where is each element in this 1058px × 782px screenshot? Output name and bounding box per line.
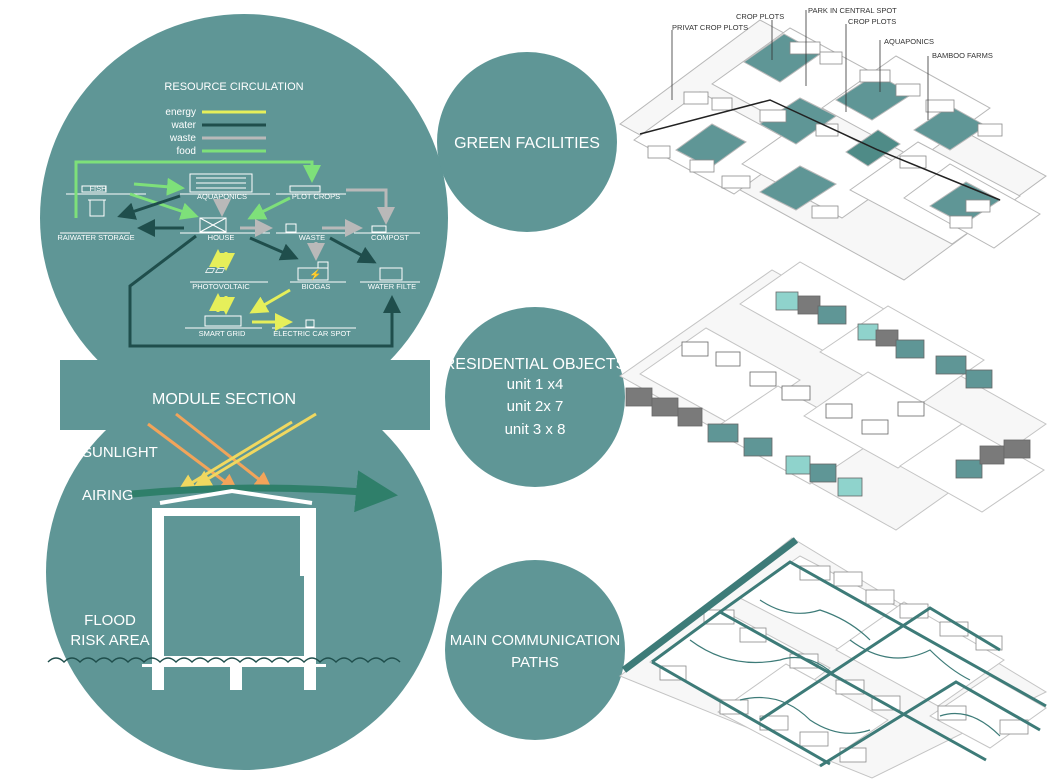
circle-green-facilities <box>437 52 617 232</box>
legend-energy-label: energy <box>165 107 196 118</box>
label-privat-crop-plots: PRIVAT CROP PLOTS <box>672 23 748 32</box>
airing-label: AIRING <box>82 487 134 504</box>
map-green-facilities <box>619 19 1047 281</box>
label-aquaponics: AQUAPONICS <box>884 37 934 46</box>
node-rainwater-storage: RAIWATER STORAGE <box>57 233 134 242</box>
node-pictograms <box>81 173 403 328</box>
residential-unit1: unit 1 x4 <box>507 376 564 393</box>
flood-water-waves <box>47 657 401 664</box>
module-building-section <box>142 488 326 690</box>
circle-residential-objects <box>445 307 625 487</box>
map-residential <box>619 261 1047 531</box>
node-photovoltaic: PHOTOVOLTAIC <box>192 282 250 291</box>
legend-water-label: water <box>171 120 197 131</box>
node-compost: COMPOST <box>371 233 409 242</box>
node-waste: WASTE <box>299 233 325 242</box>
sun-rays <box>147 412 317 492</box>
node-smart-grid: SMART GRID <box>199 329 246 338</box>
communication-title-line2: PATHS <box>511 654 559 671</box>
map-communication-paths <box>621 537 1047 768</box>
solar-panel-icon: ▱▱ <box>205 262 225 277</box>
map-green-buildings <box>647 41 1003 229</box>
circulation-node-labels: FISH AQUAPONICS PLOT CROPS RAIWATER STOR… <box>57 184 416 338</box>
residential-unit2: unit 2x 7 <box>507 398 564 415</box>
residential-unit3: unit 3 x 8 <box>505 421 566 438</box>
node-plot-crops: PLOT CROPS <box>292 192 340 201</box>
map-green-pointer-lines <box>639 10 1001 201</box>
node-house: HOUSE <box>208 233 235 242</box>
resource-circulation-title: RESOURCE CIRCULATION <box>164 81 303 93</box>
left-circles <box>40 14 448 770</box>
label-crop-plots-2: CROP PLOTS <box>848 17 896 26</box>
map-green-labels: PRIVAT CROP PLOTS CROP PLOTS PARK IN CEN… <box>672 6 993 60</box>
legend-waste-label: waste <box>169 133 197 144</box>
label-park-central: PARK IN CENTRAL SPOT <box>808 6 897 15</box>
residential-title: RESIDENTIAL OBJECTS <box>444 356 627 373</box>
flood-label-line2: RISK AREA <box>70 632 149 649</box>
node-aquaponics: AQUAPONICS <box>197 192 247 201</box>
node-fish: FISH <box>89 184 106 193</box>
lightning-icon: ⚡ <box>309 268 321 281</box>
node-biogas: BIOGAS <box>302 282 331 291</box>
node-electric-car-spot: ELECTRIC CAR SPOT <box>273 329 351 338</box>
legend-food-label: food <box>177 146 196 157</box>
module-section-title: MODULE SECTION <box>152 391 296 408</box>
flood-label-line1: FLOOD <box>84 612 136 629</box>
label-crop-plots-1: CROP PLOTS <box>736 12 784 21</box>
circle-communication-paths <box>445 560 625 740</box>
circulation-legend: energy water waste food <box>165 107 266 157</box>
circulation-arrows <box>74 160 401 348</box>
map-communication <box>619 537 1048 779</box>
node-water-filter: WATER FILTE <box>368 282 416 291</box>
map-residential-buildings <box>625 291 1031 497</box>
sunlight-label: SUNLIGHT <box>82 444 158 461</box>
airing-arrow <box>131 470 398 513</box>
communication-title-line1: MAIN COMMUNICATION <box>450 632 621 649</box>
label-bamboo-farms: BAMBOO FARMS <box>932 51 993 60</box>
green-facilities-title: GREEN FACILITIES <box>454 135 600 152</box>
